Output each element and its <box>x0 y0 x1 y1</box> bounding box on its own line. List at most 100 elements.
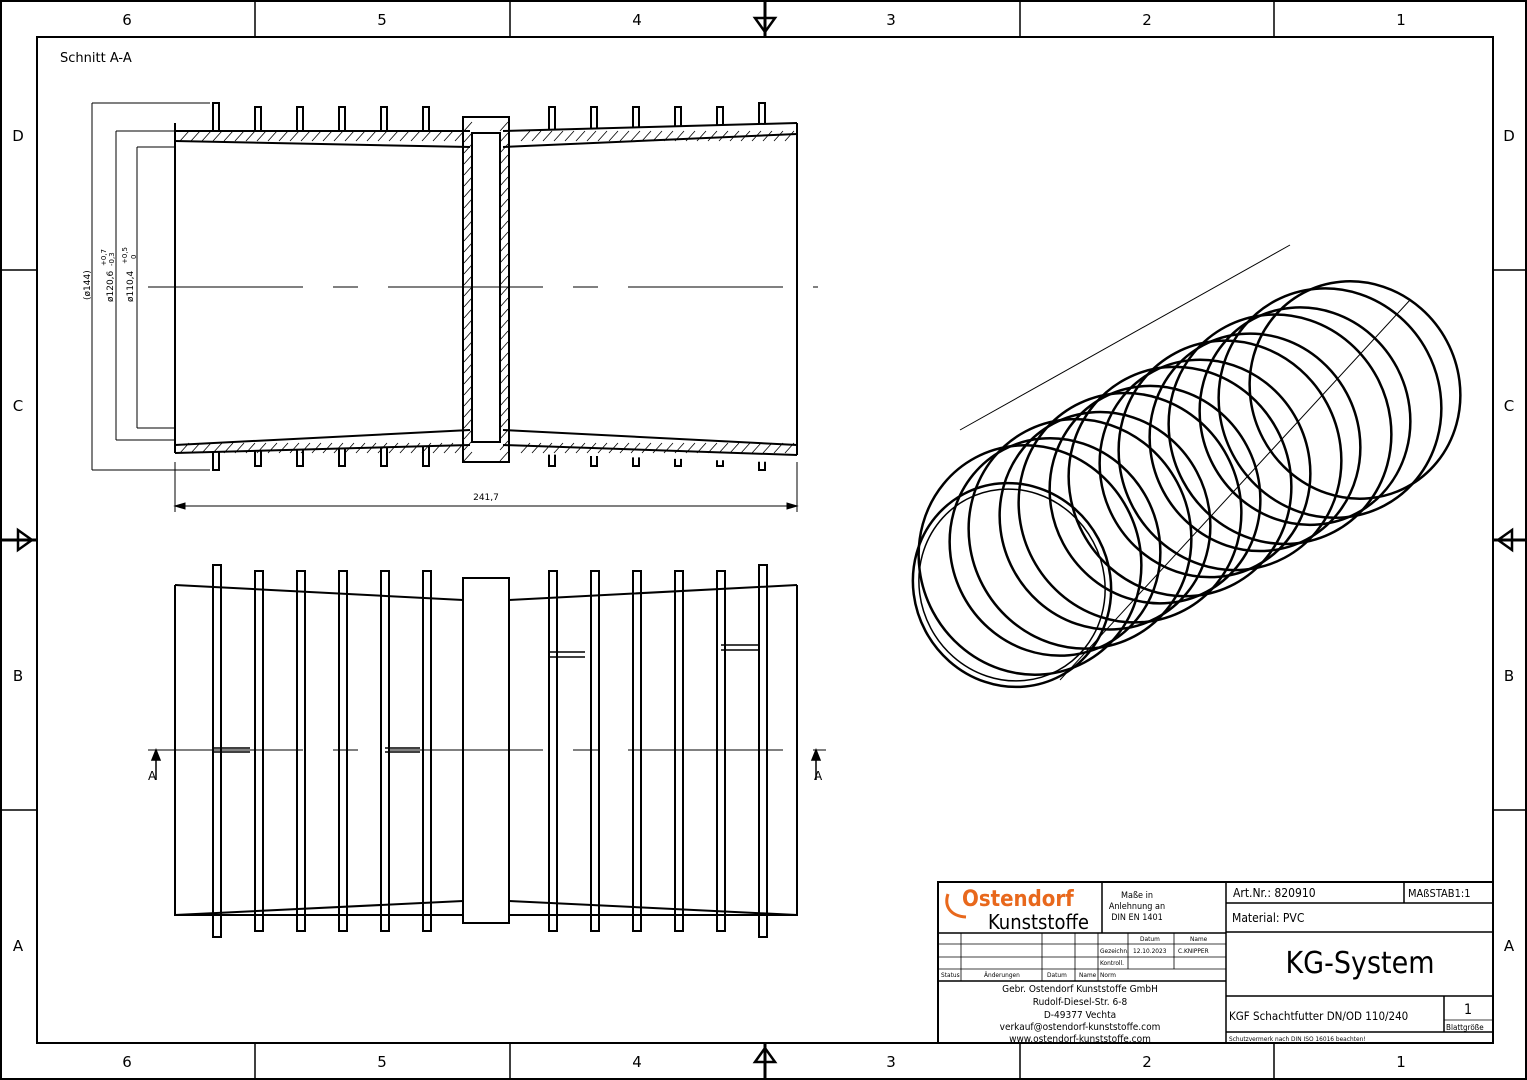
hatch-line <box>322 130 333 142</box>
isometric-view <box>911 244 1462 689</box>
column-label: 5 <box>377 1053 387 1071</box>
hatch-line <box>499 242 509 253</box>
hatch-line <box>762 130 773 142</box>
section-rib-top <box>548 106 556 130</box>
company-city: D-49377 Vechta <box>1044 1010 1116 1021</box>
section-rib-bottom <box>758 461 766 471</box>
hatch-line <box>463 198 473 209</box>
hatch-line <box>333 442 344 454</box>
hatch-line <box>463 121 473 132</box>
dim-mid-diameter: ø120,6 <box>106 270 116 302</box>
iso-rib-ring <box>917 444 1143 676</box>
section-rib-bottom <box>422 446 430 467</box>
hatch-line <box>499 253 509 264</box>
section-rib-top <box>590 106 598 129</box>
side-rib <box>296 570 306 932</box>
hatch-line <box>311 442 322 454</box>
hatch-line <box>410 442 421 454</box>
hatch-line <box>366 130 377 142</box>
company-email: verkauf@ostendorf-kunststoffe.com <box>1000 1022 1161 1033</box>
side-rib <box>590 570 600 932</box>
hatch-line <box>463 319 473 330</box>
hatch-line <box>531 442 542 454</box>
side-rib <box>422 570 432 932</box>
article-number: Art.Nr.: 820910 <box>1233 886 1316 900</box>
section-rib-top <box>212 102 220 131</box>
hatch-line <box>652 130 663 142</box>
section-rib-bottom <box>254 450 262 467</box>
hatch-line <box>463 407 473 418</box>
svg-text:Kontroll.: Kontroll. <box>1100 959 1124 967</box>
section-rib-top <box>296 106 304 131</box>
column-label: 2 <box>1142 1053 1152 1071</box>
centering-mark-top <box>752 1 778 37</box>
protection-note: Schutzvermerk nach DIN ISO 16016 beachte… <box>1229 1035 1366 1043</box>
section-title: Schnitt A-A <box>60 51 132 66</box>
hatch-line <box>499 451 509 462</box>
hatch-line <box>586 442 597 454</box>
hatch-line <box>463 286 473 297</box>
hatch-line <box>499 143 509 154</box>
hatch-line <box>499 209 509 220</box>
hatch-line <box>499 407 509 418</box>
side-rib <box>716 570 726 932</box>
dim-inner-tol-lower: 0 <box>130 255 138 259</box>
svg-text:C.KNIPPER: C.KNIPPER <box>1178 947 1209 955</box>
hatch-line <box>267 130 278 142</box>
hatch-line <box>463 154 473 165</box>
part-description: KGF Schachtfutter DN/OD 110/240 <box>1229 1009 1408 1023</box>
hatch-line <box>520 130 531 142</box>
hatch-line <box>762 442 773 454</box>
iso-rib-ring <box>1248 280 1462 500</box>
hatch-line <box>685 130 696 142</box>
side-rib <box>632 570 642 932</box>
svg-text:Name: Name <box>1079 971 1097 979</box>
hatch-line <box>443 130 454 142</box>
section-rib-top <box>380 106 388 131</box>
hatch-line <box>531 130 542 142</box>
hatch-line <box>463 374 473 385</box>
column-label: 5 <box>377 11 387 29</box>
hatch-line <box>499 154 509 165</box>
hatch-line <box>463 341 473 352</box>
hatch-line <box>355 442 366 454</box>
hatch-line <box>499 374 509 385</box>
iso-rib-ring <box>1017 391 1243 624</box>
row-label: D <box>1503 127 1515 145</box>
hatch-line <box>388 442 399 454</box>
hatch-line <box>499 275 509 286</box>
hatch-line <box>234 130 245 142</box>
hatch-line <box>499 418 509 429</box>
svg-text:Name: Name <box>1190 935 1208 943</box>
hatch-line <box>553 442 564 454</box>
hatch-line <box>608 442 619 454</box>
side-rib <box>212 564 222 938</box>
svg-text:Datum: Datum <box>1047 971 1067 979</box>
hatch-line <box>377 442 388 454</box>
hatch-line <box>663 130 674 142</box>
svg-text:Kunststoffe: Kunststoffe <box>988 910 1089 934</box>
hatch-line <box>179 442 190 454</box>
hatch-line <box>499 286 509 297</box>
hatch-line <box>773 442 784 454</box>
hatch-line <box>499 198 509 209</box>
hatch-line <box>674 130 685 142</box>
hatch-line <box>344 130 355 142</box>
hatch-line <box>663 442 674 454</box>
section-rib-bottom <box>338 448 346 467</box>
hatch-line <box>463 209 473 220</box>
section-rib-top <box>422 106 430 131</box>
section-rib-bottom <box>590 455 598 467</box>
hatch-line <box>499 330 509 341</box>
svg-text:Datum: Datum <box>1140 935 1160 943</box>
column-label: 1 <box>1396 11 1406 29</box>
hatch-line <box>542 130 553 142</box>
dim-outer-diameter: (ø144) <box>83 270 93 300</box>
company-name: Gebr. Ostendorf Kunststoffe GmbH <box>1002 984 1158 995</box>
iso-body-edge-bottom <box>1059 299 1411 681</box>
hatch-line <box>322 442 333 454</box>
hatch-line <box>311 130 322 142</box>
hatch-line <box>463 143 473 154</box>
hatch-line <box>499 264 509 275</box>
